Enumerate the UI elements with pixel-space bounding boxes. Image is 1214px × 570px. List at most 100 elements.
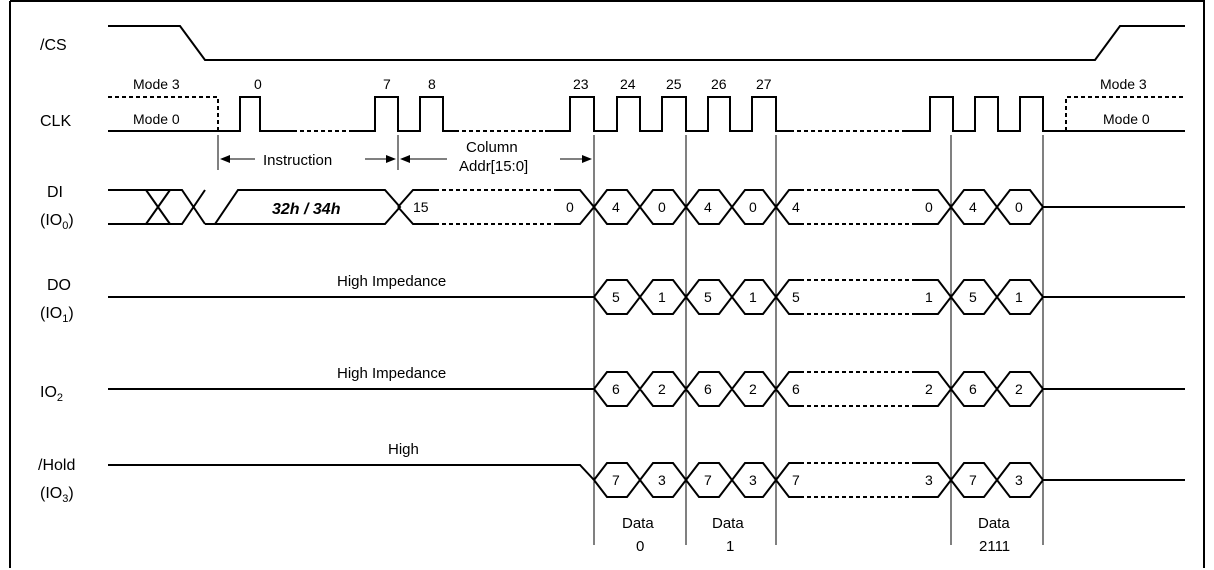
do-val-5b: 5 (704, 289, 712, 305)
data-0-index: 0 (636, 538, 644, 555)
di-val-0c: 0 (925, 199, 933, 215)
mode0-left-label: Mode 0 (133, 111, 180, 127)
column-label-a: Column (466, 139, 518, 156)
do-val-1a: 1 (658, 289, 666, 305)
di-io-sub: 0 (62, 220, 68, 232)
clk-num-25: 25 (666, 76, 682, 92)
io3-val-3b: 3 (749, 472, 757, 488)
clk-num-7: 7 (383, 76, 391, 92)
di-val-15: 15 (413, 199, 429, 215)
di-val-0d: 0 (1015, 199, 1023, 215)
di-opcode: 32h / 34h (272, 201, 341, 218)
di-data-bus-a (593, 189, 800, 225)
clk-mode3-right (1065, 96, 1185, 131)
hold-io-label: (IO3) (40, 485, 74, 505)
di-data-bus-b (915, 189, 1185, 225)
do-val-1b: 1 (749, 289, 757, 305)
clk-pulses-d (905, 96, 1066, 132)
io2-data-bus-b (915, 371, 1185, 407)
io2-label: IO2 (40, 384, 63, 404)
hold-io-sub: 3 (62, 493, 68, 505)
column-label-b: Addr[15:0] (459, 158, 528, 175)
di-idle-top (108, 189, 206, 225)
hold-label: /Hold (38, 457, 75, 474)
di-data-dash (800, 189, 915, 225)
io3-val-7b: 7 (704, 472, 712, 488)
io3-val-3c: 3 (925, 472, 933, 488)
do-high-impedance: High Impedance (337, 273, 446, 290)
io2-sub: 2 (57, 392, 63, 404)
di-io-label: (IO0) (40, 212, 74, 232)
mode0-right-label: Mode 0 (1103, 111, 1150, 127)
di-x-cross (145, 189, 171, 225)
io3-val-7d: 7 (969, 472, 977, 488)
io3-val-3d: 3 (1015, 472, 1023, 488)
instruction-label: Instruction (263, 152, 332, 169)
hold-data-dash (800, 462, 915, 498)
di-val-0b: 0 (749, 199, 757, 215)
io2-val-6a: 6 (612, 381, 620, 397)
do-val-1c: 1 (925, 289, 933, 305)
io2-val-2b: 2 (749, 381, 757, 397)
hold-high: High (388, 441, 419, 458)
diagram-border (10, 0, 1205, 568)
data-1-index: 1 (726, 538, 734, 555)
data-2111-label: Data (978, 515, 1010, 532)
di-val-4d: 4 (969, 199, 977, 215)
instruction-arrowhead-right (386, 155, 396, 163)
io2-val-6c: 6 (792, 381, 800, 397)
io2-val-2c: 2 (925, 381, 933, 397)
io2-val-2a: 2 (658, 381, 666, 397)
cs-label: /CS (40, 37, 67, 54)
io2-high-impedance: High Impedance (337, 365, 446, 382)
hold-data-bus-a (593, 462, 800, 498)
clk-pulses-b (350, 96, 455, 132)
do-io-text: (IO (40, 305, 62, 322)
io2-val-6d: 6 (969, 381, 977, 397)
io2-val-6b: 6 (704, 381, 712, 397)
clk-num-0: 0 (254, 76, 262, 92)
cs-waveform (108, 25, 1185, 61)
clk-num-26: 26 (711, 76, 727, 92)
do-val-5c: 5 (792, 289, 800, 305)
di-io-close: ) (68, 212, 73, 229)
io2-data-bus-a (593, 371, 800, 407)
di-val-4c: 4 (792, 199, 800, 215)
column-arrowhead-right (582, 155, 592, 163)
di-opcode-bus (205, 189, 402, 225)
mode3-right-label: Mode 3 (1100, 76, 1147, 92)
clk-pulses-c (545, 96, 790, 132)
clk-num-24: 24 (620, 76, 636, 92)
do-label: DO (47, 277, 71, 294)
hold-io-close: ) (68, 485, 73, 502)
di-idle-bottom (108, 189, 206, 225)
hold-data-bus-b (915, 462, 1185, 498)
hold-idle (108, 464, 595, 481)
clk-num-23: 23 (573, 76, 589, 92)
do-val-5d: 5 (969, 289, 977, 305)
di-addr-bus-end (555, 189, 596, 225)
do-val-5a: 5 (612, 289, 620, 305)
column-arrowhead-left (400, 155, 410, 163)
do-io-close: ) (68, 305, 73, 322)
io2-data-dash (800, 371, 915, 407)
do-data-bus-a (593, 279, 800, 315)
di-val-addr0: 0 (566, 199, 574, 215)
di-label: DI (47, 184, 63, 201)
clk-pulses-a (218, 96, 293, 132)
clk-mode3-left (108, 96, 219, 130)
io2-text: IO (40, 384, 57, 401)
data-2111-index: 2111 (979, 538, 1010, 555)
hold-io-text: (IO (40, 485, 62, 502)
clk-label: CLK (40, 113, 71, 130)
io2-val-2d: 2 (1015, 381, 1023, 397)
clk-num-27: 27 (756, 76, 772, 92)
io3-val-3a: 3 (658, 472, 666, 488)
di-addr-dash (435, 189, 555, 225)
di-val-4a: 4 (612, 199, 620, 215)
di-addr-bus-start (397, 189, 435, 225)
do-io-label: (IO1) (40, 305, 74, 325)
data-0-label: Data (622, 515, 654, 532)
di-io-text: (IO (40, 212, 62, 229)
